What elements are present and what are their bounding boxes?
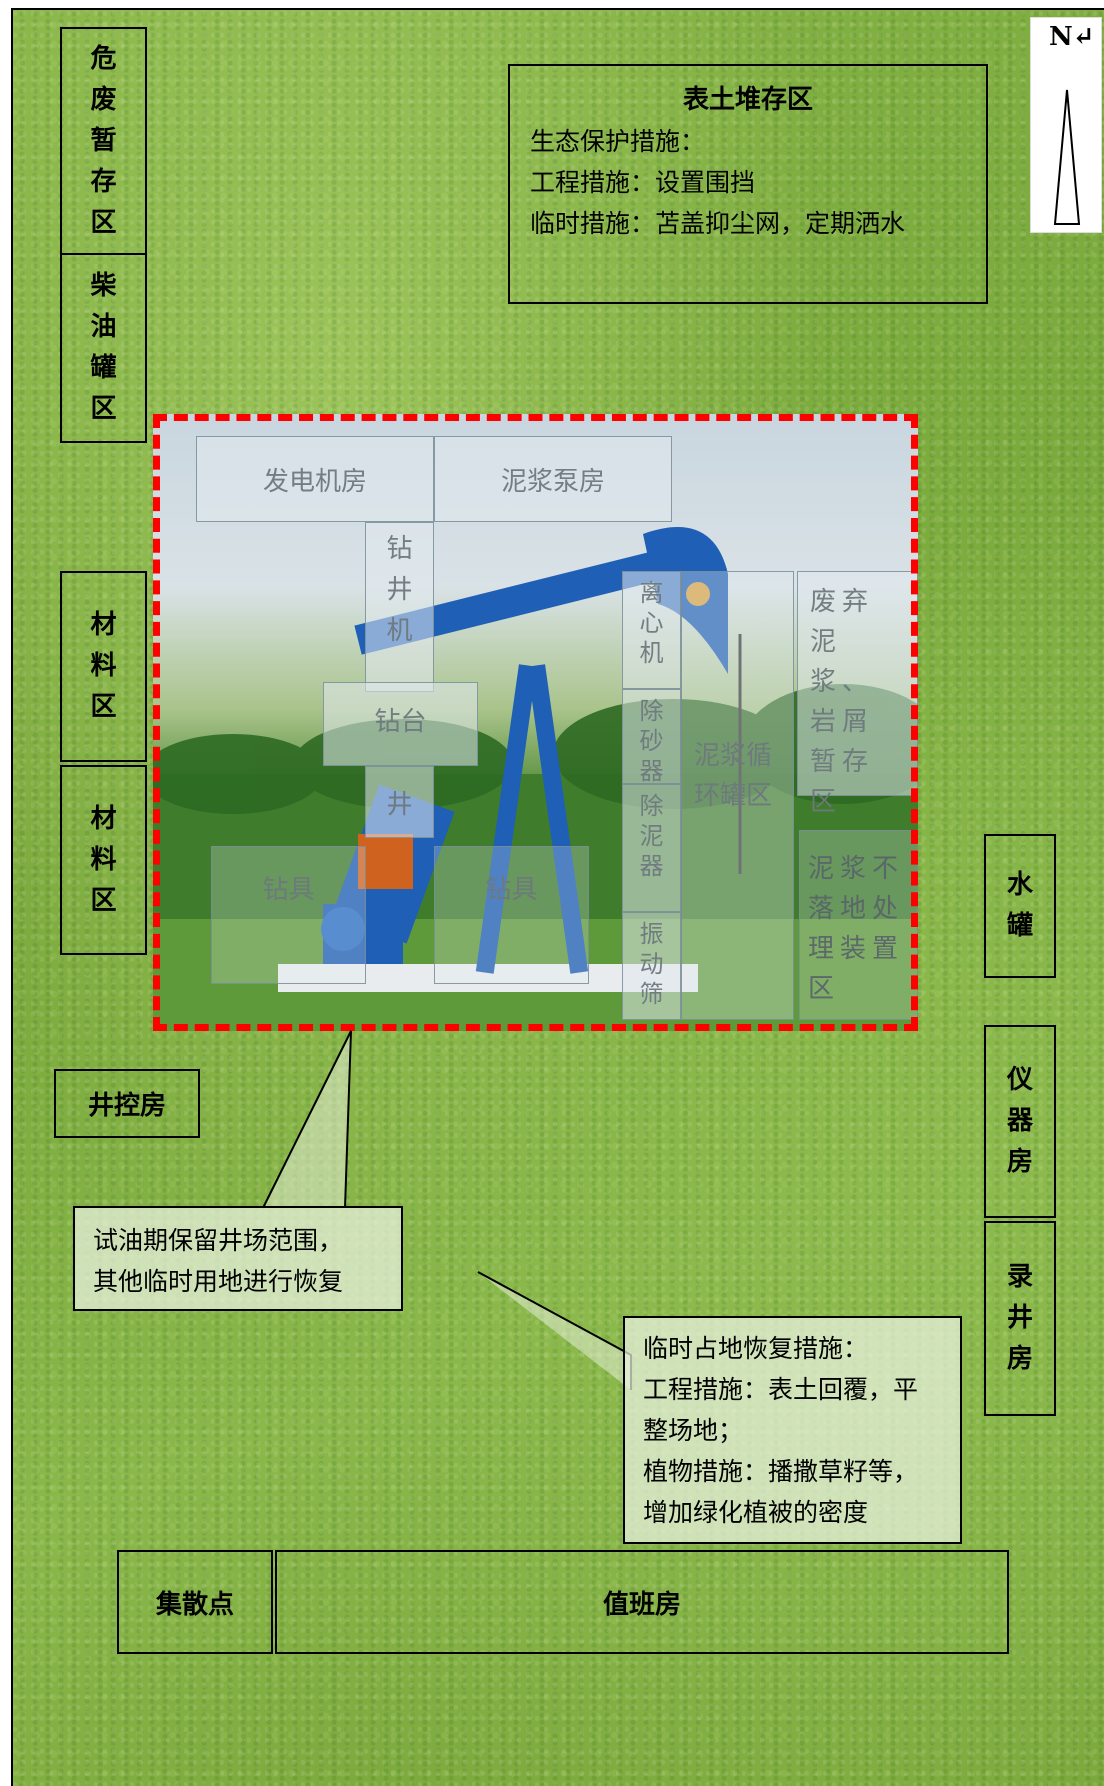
callout-line: 整场地； xyxy=(643,1416,744,1445)
topsoil-title: 表土堆存区 xyxy=(682,85,813,115)
north-compass: N↵ xyxy=(1030,17,1102,233)
vertical-char: 砂 xyxy=(639,727,664,755)
diesel-tank-box: 柴油罐区 xyxy=(60,253,147,443)
topsoil-storage-box: 表土堆存区 生态保护措施： 工程措施：设置围挡 临时措施：苫盖抑尘网，定期洒水 xyxy=(508,64,988,304)
material-area-box: 材料区 xyxy=(60,571,147,762)
vertical-char: 油 xyxy=(90,312,117,342)
callout-line: 增加绿化植被的密度 xyxy=(643,1498,869,1527)
vertical-char: 料 xyxy=(90,844,117,875)
vertical-char: 器 xyxy=(1006,1106,1033,1136)
mud-pump-room: 泥浆泵房 xyxy=(434,436,672,522)
material-area-box-2: 材料区 xyxy=(60,765,147,955)
vertical-char: 水 xyxy=(1006,870,1033,900)
callout-line: 其他临时用地进行恢复 xyxy=(93,1267,344,1296)
vertical-char: 井 xyxy=(386,575,413,605)
vertical-char: 材 xyxy=(90,803,117,834)
generator-room: 发电机房 xyxy=(196,436,434,522)
callout-line: 临时占地恢复措施： xyxy=(643,1334,869,1363)
vertical-char: 暂 xyxy=(90,125,117,156)
vertical-char: 动 xyxy=(639,950,664,978)
vertical-char: 振 xyxy=(639,920,664,948)
vertical-char: 罐 xyxy=(1006,911,1033,941)
vertical-char: 区 xyxy=(90,692,117,722)
callout-line: 工程措施：表土回覆，平 xyxy=(643,1375,919,1404)
mud-circulation-tank-label: 泥浆循环罐区 xyxy=(694,741,773,811)
mud-circulation-tank-area: 泥浆循环罐区 xyxy=(681,571,794,1020)
desander-area: 除砂器 xyxy=(622,689,681,785)
vertical-char: 机 xyxy=(386,616,413,646)
retain-wellsite-callout: 试油期保留井场范围， 其他临时用地进行恢复 xyxy=(73,1206,403,1311)
water-tank-box: 水罐 xyxy=(984,834,1056,978)
vertical-char: 危 xyxy=(90,43,117,74)
vertical-char: 心 xyxy=(639,609,664,637)
generator-room-label: 发电机房 xyxy=(262,466,367,497)
hazardous-waste-box: 危废暂存区 xyxy=(60,27,147,255)
vertical-char: 除 xyxy=(639,697,664,725)
mud-nonlanding-unit-label: 泥浆不落地处理装置区 xyxy=(808,854,905,1004)
north-label: N↵ xyxy=(1049,22,1095,52)
waste-mud-cuttings-label: 废弃泥浆、岩屑暂存区 xyxy=(810,587,875,817)
drill-tool-label: 钻具 xyxy=(262,875,315,905)
vertical-char: 房 xyxy=(1006,1344,1033,1374)
vertical-char: 筛 xyxy=(639,980,664,1008)
logging-room-box: 录井房 xyxy=(984,1221,1056,1416)
drill-floor-label: 钻台 xyxy=(374,707,427,737)
callout-line: 植物措施：播撒草籽等， xyxy=(643,1457,919,1486)
land-restoration-callout: 临时占地恢复措施： 工程措施：表土回覆，平 整场地； 植物措施：播撒草籽等， 增… xyxy=(623,1316,962,1544)
well-control-room-label: 井控房 xyxy=(87,1091,166,1121)
desilter-area: 除泥器 xyxy=(622,784,681,912)
drill-tool-label-2: 钻具 xyxy=(485,875,538,905)
mud-nonlanding-unit-area: 泥浆不落地处理装置区 xyxy=(799,830,918,1020)
vertical-char: 房 xyxy=(1006,1147,1033,1177)
duty-room-box: 值班房 xyxy=(275,1550,1009,1654)
north-arrow-icon xyxy=(1053,89,1081,225)
topsoil-line: 工程措施：设置围挡 xyxy=(530,168,756,197)
vertical-char: 器 xyxy=(639,757,664,785)
assembly-point-label: 集散点 xyxy=(155,1589,234,1620)
vertical-char: 器 xyxy=(639,852,664,880)
centrifuge-area: 离心机 xyxy=(622,571,681,689)
vertical-char: 区 xyxy=(90,885,117,916)
well-control-room-box: 井控房 xyxy=(54,1069,200,1138)
vertical-char: 料 xyxy=(90,651,117,681)
vertical-char: 泥 xyxy=(639,822,664,850)
site-layout-diagram: N↵ 危废暂存区 柴油罐区 材料区 材料区 井控房 水罐 仪器房 录井房 表土堆… xyxy=(11,8,1104,1786)
drill-tool-area: 钻具 xyxy=(211,846,366,984)
vertical-char: 废 xyxy=(90,84,117,115)
vertical-char: 除 xyxy=(639,792,664,820)
drill-floor: 钻台 xyxy=(323,682,478,766)
vertical-char: 仪 xyxy=(1006,1065,1033,1095)
well-label: 井 xyxy=(386,789,413,820)
vertical-char: 材 xyxy=(90,610,117,640)
vertical-char: 罐 xyxy=(90,353,117,383)
callout-line: 试油期保留井场范围， xyxy=(93,1226,344,1255)
topsoil-line: 临时措施：苫盖抑尘网，定期洒水 xyxy=(530,209,906,238)
well-area: 井 xyxy=(365,766,434,838)
vertical-char: 存 xyxy=(90,166,117,197)
shaker-area: 振动筛 xyxy=(622,912,681,1020)
duty-room-label: 值班房 xyxy=(602,1589,681,1620)
vertical-char: 录 xyxy=(1006,1262,1033,1292)
vertical-char: 柴 xyxy=(90,271,117,301)
instrument-room-box: 仪器房 xyxy=(984,1025,1056,1218)
topsoil-line: 生态保护措施： xyxy=(530,127,706,156)
waste-mud-cuttings-area: 废弃泥浆、岩屑暂存区 xyxy=(797,571,918,817)
rig-area: 钻井机 xyxy=(365,522,434,692)
assembly-point-box: 集散点 xyxy=(117,1550,273,1654)
vertical-char: 机 xyxy=(639,639,664,667)
drill-tool-area-2: 钻具 xyxy=(434,846,589,984)
vertical-char: 区 xyxy=(90,207,117,238)
mud-pump-room-label: 泥浆泵房 xyxy=(500,466,605,497)
vertical-char: 区 xyxy=(90,394,117,424)
vertical-char: 井 xyxy=(1006,1303,1033,1333)
vertical-char: 钻 xyxy=(386,534,413,564)
vertical-char: 离 xyxy=(639,579,664,607)
